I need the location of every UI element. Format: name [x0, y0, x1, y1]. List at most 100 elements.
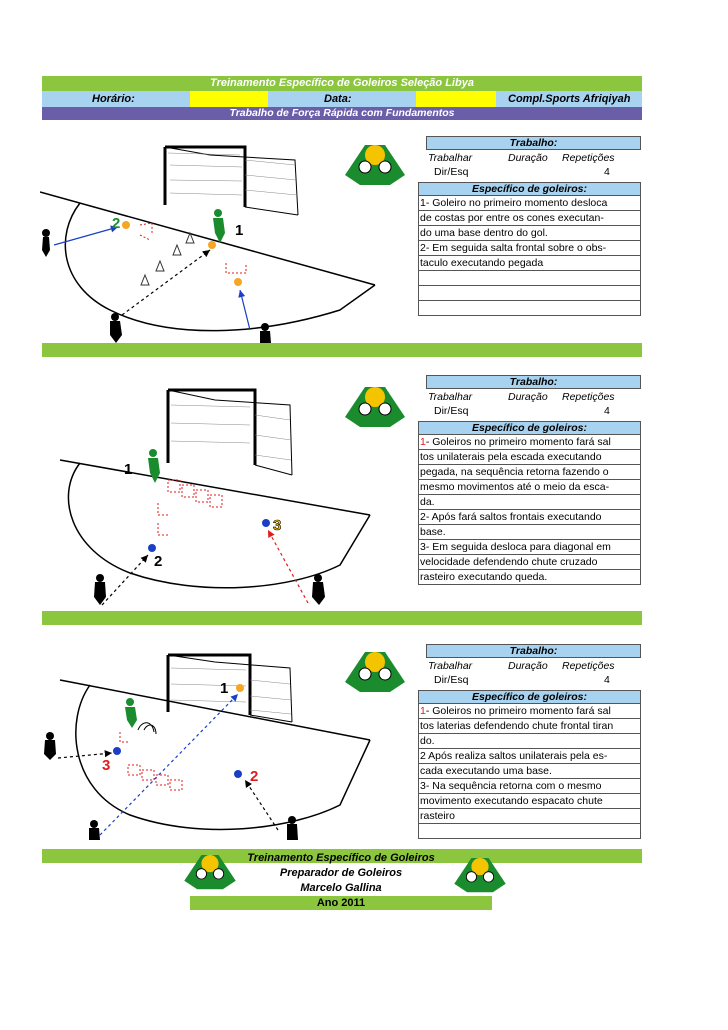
- team-logo-icon: [345, 145, 405, 185]
- trabalho-columns: Trabalhar Duração Repetições Dir/Esq 4: [426, 659, 641, 687]
- spec-line-text: cada executando uma base.: [420, 765, 552, 777]
- spec-lines: 1- Goleiros no primeiro momento fará sal…: [418, 435, 641, 585]
- spec-line: do.: [418, 734, 641, 749]
- marker-label: 1: [220, 680, 228, 697]
- player-icon: [42, 229, 50, 257]
- spec-line: 2- Após fará saltos frontais executando: [418, 510, 641, 525]
- goalkeeper-icon: [213, 209, 225, 243]
- ball-icon: [262, 519, 270, 527]
- player-icon: [89, 820, 100, 840]
- spec-header: Específico de goleiros:: [418, 690, 641, 704]
- trabalho-columns: Trabalhar Duração Repetições Dir/Esq 4: [426, 390, 641, 418]
- spec-line-text: - Goleiros no primeiro momento fará sal: [425, 436, 611, 448]
- horario-field[interactable]: [190, 91, 268, 107]
- goal-icon: [163, 145, 299, 216]
- side-value: Dir/Esq: [434, 405, 469, 417]
- spec-line: 2- Em seguida salta frontal sobre o obs-: [418, 241, 641, 256]
- horario-label: Horário:: [92, 93, 135, 105]
- spec-line-text: 2- Após fará saltos frontais executando: [420, 511, 602, 523]
- spec-line: cada executando uma base.: [418, 764, 641, 779]
- side-value: Dir/Esq: [434, 166, 469, 178]
- team-logo-icon: [184, 855, 236, 890]
- spec-line: 3- Na sequência retorna com o mesmo: [418, 779, 641, 794]
- spec-lines: 1- Goleiros no primeiro momento fará sal…: [418, 704, 641, 839]
- reps-value: 4: [604, 405, 610, 417]
- spec-line-text: 2- Em seguida salta frontal sobre o obs-: [420, 242, 607, 254]
- spec-line-text: mesmo movimentos até o meio da esca-: [420, 481, 610, 493]
- spec-line: movimento executando espacato chute: [418, 794, 641, 809]
- ball-icon: [234, 278, 242, 286]
- trabalho-header: Trabalho:: [426, 644, 641, 658]
- spec-lines: 1- Goleiro no primeiro momento desloca de…: [418, 196, 641, 316]
- spec-line-text: do.: [420, 735, 435, 747]
- cone-icon: [140, 231, 195, 286]
- exercise-1-diagram: 2 1: [40, 145, 376, 343]
- footer-line3: Marcelo Gallina: [300, 882, 382, 894]
- col-trabalhar: Trabalhar: [428, 152, 473, 164]
- spec-line-text: tos unilaterais pela escada executando: [420, 451, 602, 463]
- info-row: Horário: Data: Compl.Sports Afriqiyah: [42, 91, 642, 107]
- col-trabalhar: Trabalhar: [428, 660, 473, 672]
- spec-line: 1- Goleiros no primeiro momento fará sal: [418, 704, 641, 719]
- footer-line1: Treinamento Específico de Goleiros: [247, 852, 435, 864]
- exercise-3-diagram: 1 3 2: [44, 653, 371, 840]
- spec-line-text: 3- Em seguida desloca para diagonal em: [420, 541, 611, 553]
- spec-line-text: 3- Na sequência retorna com o mesmo: [420, 780, 602, 792]
- spec-line: 1- Goleiros no primeiro momento fará sal: [418, 435, 641, 450]
- col-duracao: Duração: [508, 391, 548, 403]
- data-field[interactable]: [416, 91, 496, 107]
- spec-line: [418, 824, 641, 839]
- goalkeeper-icon: [148, 449, 160, 483]
- player-icon: [260, 323, 271, 343]
- spec-line: [418, 271, 641, 286]
- spec-line-text: rasteiro: [420, 810, 456, 822]
- ball-icon: [236, 684, 244, 692]
- spec-line-text: rasteiro executando queda.: [420, 571, 548, 583]
- spec-line: velocidade defendendo chute cruzado: [418, 555, 641, 570]
- spec-line-text: 1- Goleiro no primeiro momento desloca: [420, 197, 608, 209]
- spec-line: 2 Após realiza saltos unilaterais pela e…: [418, 749, 641, 764]
- spec-header: Específico de goleiros:: [418, 182, 641, 196]
- ball-icon: [148, 544, 156, 552]
- marker-label: 1: [235, 222, 243, 239]
- player-icon: [312, 574, 325, 605]
- hurdle-icon: [225, 263, 247, 274]
- marker-label: 2: [154, 553, 162, 570]
- col-repeticoes: Repetições: [562, 391, 615, 403]
- footer-line2: Preparador de Goleiros: [279, 867, 403, 879]
- goalkeeper-icon: [125, 698, 137, 728]
- trabalho-header: Trabalho:: [426, 136, 641, 150]
- goal-icon: [166, 653, 293, 723]
- page-subtitle: Trabalho de Força Rápida com Fundamentos: [42, 107, 642, 120]
- footer: Treinamento Específico de Goleiros Prepa…: [190, 850, 492, 910]
- footer-year: Ano 2011: [190, 896, 492, 910]
- reps-value: 4: [604, 674, 610, 686]
- spec-line-text: pegada, na sequência retorna fazendo o: [420, 466, 609, 478]
- marker-label: 3: [273, 517, 281, 534]
- ball-icon: [208, 241, 216, 249]
- team-logo-icon: [345, 387, 405, 427]
- trabalho-columns: Trabalhar Duração Repetições Dir/Esq 4: [426, 151, 641, 179]
- spec-line: de costas por entre os cones executan-: [418, 211, 641, 226]
- player-icon: [94, 574, 106, 605]
- marker-label: 1: [124, 461, 132, 478]
- spec-header: Específico de goleiros:: [418, 421, 641, 435]
- spec-line: rasteiro: [418, 809, 641, 824]
- exercise-2-diagram: 1 3 2: [59, 388, 371, 606]
- spec-line-text: 2 Após realiza saltos unilaterais pela e…: [420, 750, 608, 762]
- col-repeticoes: Repetições: [562, 152, 615, 164]
- spec-line-text: - Goleiros no primeiro momento fará sal: [425, 705, 611, 717]
- spec-line-text: velocidade defendendo chute cruzado: [420, 556, 598, 568]
- team-logo-icon: [345, 652, 405, 692]
- ball-icon: [234, 770, 242, 778]
- hurdle-icon: [119, 732, 183, 791]
- location-label: Compl.Sports Afriqiyah: [508, 93, 631, 105]
- spec-line-text: do uma base dentro do gol.: [420, 227, 548, 239]
- spec-line: 3- Em seguida desloca para diagonal em: [418, 540, 641, 555]
- spec-line-number: 1: [420, 705, 426, 717]
- ball-icon: [113, 747, 121, 755]
- spec-line: rasteiro executando queda.: [418, 570, 641, 585]
- data-label: Data:: [324, 93, 352, 105]
- ball-icon: [122, 221, 130, 229]
- spec-line: do uma base dentro do gol.: [418, 226, 641, 241]
